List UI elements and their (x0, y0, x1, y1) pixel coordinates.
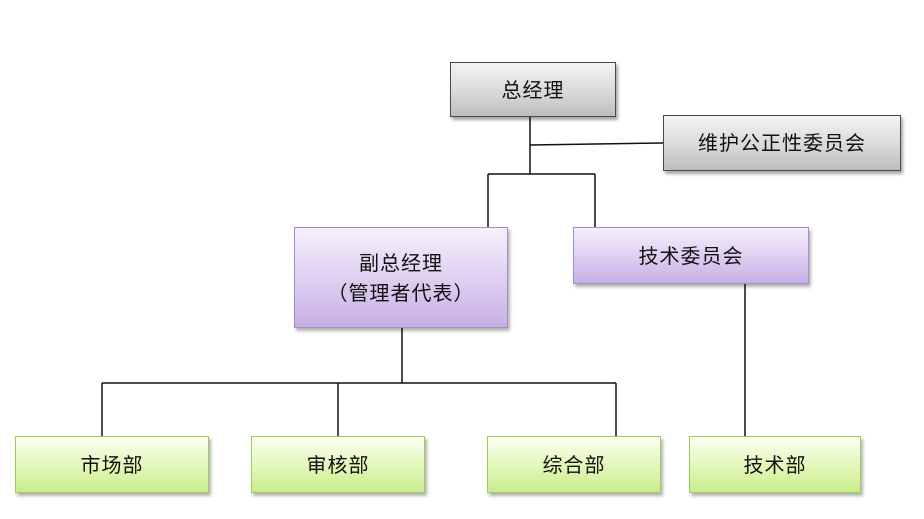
management-representative-label: （管理者代表） (327, 280, 475, 305)
general-affairs-dept-label: 综合部 (542, 452, 606, 477)
general-manager-label: 总经理 (501, 77, 565, 102)
impartiality-committee-box: 维护公正性委员会 (663, 115, 901, 171)
tech-dept-label: 技术部 (743, 452, 807, 477)
tech-committee-label: 技术委员会 (638, 243, 744, 268)
tech-dept-box: 技术部 (689, 436, 861, 493)
general-manager-box: 总经理 (450, 62, 616, 117)
deputy-gm-label: 副总经理 (359, 250, 443, 275)
marketing-dept-box: 市场部 (15, 436, 209, 493)
audit-dept-label: 审核部 (306, 452, 370, 477)
general-affairs-dept-box: 综合部 (487, 436, 661, 493)
audit-dept-box: 审核部 (251, 436, 425, 493)
connector-to-impartiality-committee (529, 142, 664, 146)
impartiality-committee-label: 维护公正性委员会 (698, 131, 866, 155)
tech-committee-box: 技术委员会 (573, 227, 809, 284)
marketing-dept-label: 市场部 (80, 452, 144, 477)
deputy-gm-box: 副总经理 （管理者代表） (294, 227, 508, 328)
